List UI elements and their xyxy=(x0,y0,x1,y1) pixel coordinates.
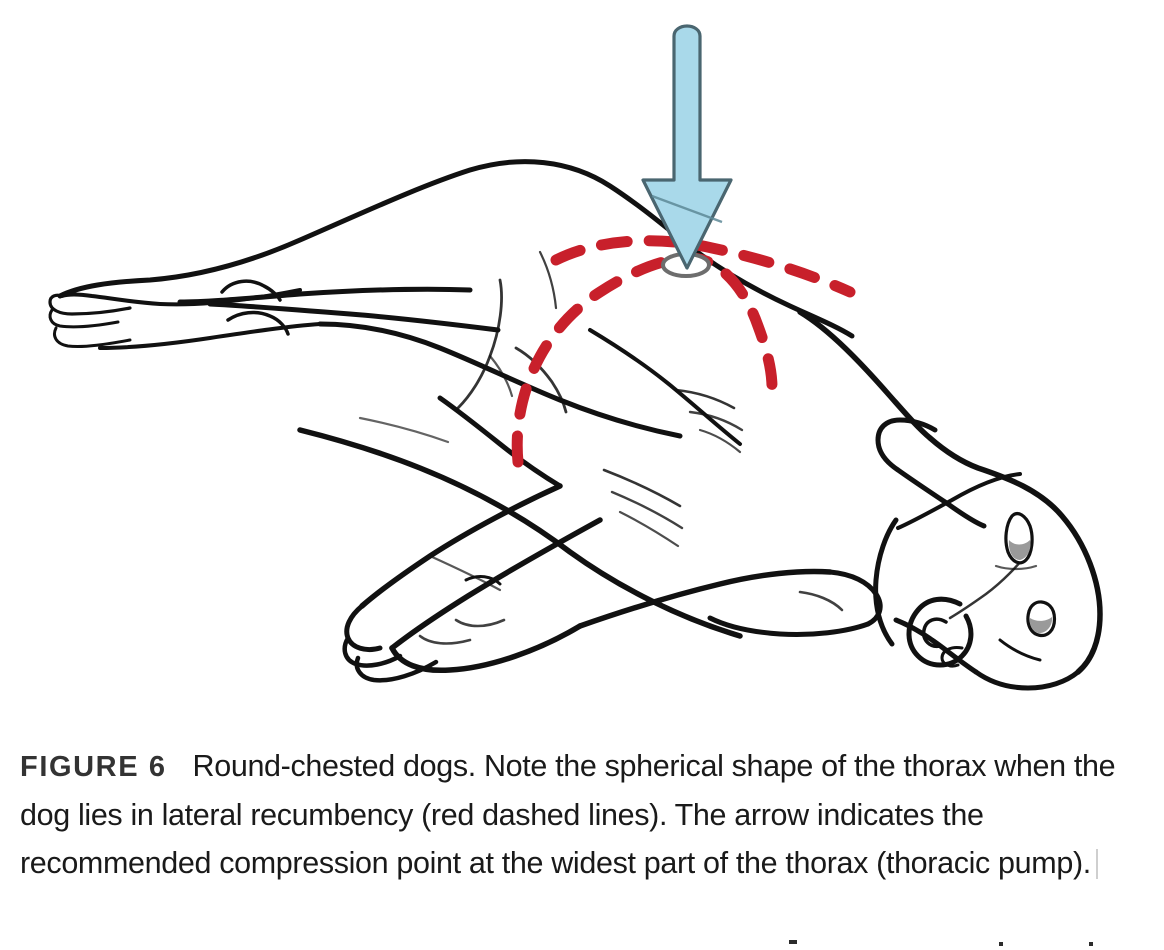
dog-front-leg-lower xyxy=(389,517,603,651)
dog-hind-leg-lower-long xyxy=(317,321,683,439)
dog-muzzle-outline xyxy=(973,669,1081,691)
dog-chest-crease xyxy=(428,554,502,592)
dog-lower-body-contour xyxy=(437,395,563,489)
dog-hock-bump xyxy=(226,310,290,336)
dog-shoulder-crease-4 xyxy=(698,428,742,454)
dog-hind-paw-upper xyxy=(48,293,132,316)
dog-head-crown xyxy=(927,435,1103,675)
dog-jaw-line xyxy=(893,617,979,675)
dog-hind-paw-toes-2 xyxy=(53,326,132,348)
dog-front-paw-1 xyxy=(344,603,383,653)
dog-lower-eye xyxy=(1026,600,1057,638)
dog-hip-contour xyxy=(456,278,503,410)
dog-front-leg-upper xyxy=(359,483,563,609)
dog-neck-outline xyxy=(797,309,933,441)
dog-toe-detail-3 xyxy=(618,510,680,548)
dog-abdomen-crease xyxy=(358,416,450,444)
dog-lip-line xyxy=(998,638,1042,662)
dog-rear-thigh-crease xyxy=(488,354,514,398)
dog-far-front-leg xyxy=(577,568,833,629)
thorax-dashed-arc-outer xyxy=(550,235,856,298)
dog-far-paw-toes xyxy=(798,590,844,612)
dog-shoulder-crease-3 xyxy=(688,410,744,432)
thorax-dashed-arc-inner xyxy=(511,252,778,468)
dog-hind-knee-bump xyxy=(220,279,282,302)
dog-hind-paw-toes xyxy=(48,308,120,329)
dog-front-paw-toe-2 xyxy=(354,655,439,683)
dog-hind-leg-mid xyxy=(177,286,473,305)
dog-front-paw-toe-4 xyxy=(454,618,506,628)
clip-mark xyxy=(1089,942,1093,946)
figure-label: FIGURE 6 xyxy=(20,751,167,783)
clipped-next-line xyxy=(0,940,1164,950)
dog-hind-leg-lower-edge xyxy=(207,301,501,333)
dog-front-carpal-bump xyxy=(464,575,502,586)
dog-elbow-line xyxy=(514,346,568,414)
dog-shoulder-crease-1 xyxy=(588,328,742,446)
dog-eye-brow-crease xyxy=(994,564,1038,571)
dog-cheek-contour xyxy=(873,517,899,647)
clip-mark xyxy=(789,940,797,944)
dog-hind-paw-bottom xyxy=(98,322,322,350)
dog-flank-crease xyxy=(538,250,558,310)
dog-nostril-swirl xyxy=(921,617,948,649)
dog-toe-detail-1 xyxy=(602,468,682,508)
dog-far-front-paw-under xyxy=(707,615,871,637)
text-cursor xyxy=(1095,849,1098,879)
dog-shoulder-crease-2 xyxy=(674,388,736,410)
dog-front-paw-bottom xyxy=(389,623,583,674)
dog-line-art xyxy=(48,159,1103,691)
dog-toe-detail-2 xyxy=(610,490,684,530)
compression-arrow-fold-highlight xyxy=(651,194,723,224)
dog-front-paw-toe-3 xyxy=(418,634,472,645)
dog-ear-outline xyxy=(875,417,987,529)
figure-caption-text: Round-chested dogs. Note the spherical s… xyxy=(20,749,1116,880)
dog-back-outline xyxy=(57,159,855,339)
dog-ear-inner-fold xyxy=(896,472,1022,530)
dog-illustration xyxy=(48,24,1103,691)
dog-far-front-paw xyxy=(827,569,883,627)
dog-mouth-swirl xyxy=(940,646,964,668)
compression-arrow-shape xyxy=(641,24,733,270)
dog-upper-eye xyxy=(1004,512,1034,565)
dog-nose-outline xyxy=(906,596,974,668)
clip-mark xyxy=(999,942,1003,946)
compression-arrow xyxy=(641,24,733,270)
dog-face-crease xyxy=(948,550,1030,620)
